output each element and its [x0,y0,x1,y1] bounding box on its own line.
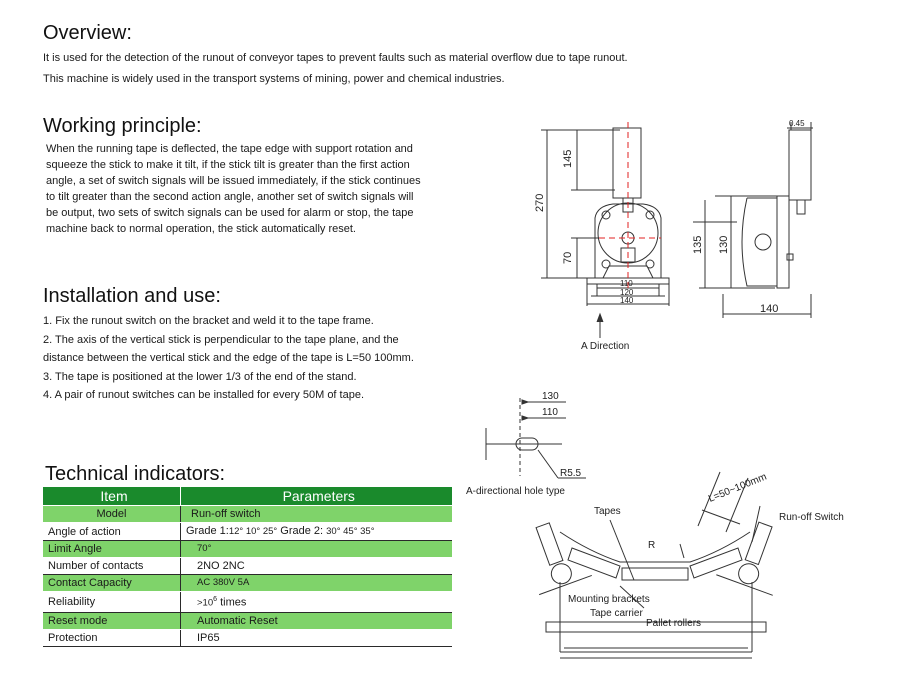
row-item: Model [43,505,181,523]
overview-title: Overview: [43,22,132,44]
working-line: to tilt greater than the second action a… [46,191,414,203]
dim-110: 110 [620,279,633,288]
working-line: squeeze the stick to make it tilt, if th… [46,159,410,171]
installation-title: Installation and use: [43,285,221,307]
mounting-brackets-label: Mounting brackets [568,594,650,605]
pallet-rollers-label: Pallet rollers [646,618,701,629]
table-header-row: Item Parameters [43,487,453,506]
dim-140-front: 140 [620,296,634,305]
table-row: Contact Capacity AC 380V 5A [43,574,452,592]
row-value: Run-off switch [180,505,452,523]
row-item: Contact Capacity [43,574,181,592]
row-item: Protection [43,629,181,647]
value-sup: 6 [213,596,218,603]
row-value: IP65 [180,629,452,647]
hole-type-caption: A-directional hole type [466,486,565,497]
working-line: When the running tape is deflected, the … [46,143,413,155]
dim-110-hole: 110 [542,407,558,418]
row-item: Number of contacts [43,557,181,575]
a-direction-caption: A Direction [581,341,629,352]
dim-140-side: 140 [760,303,778,315]
row-value: Automatic Reset [180,612,452,630]
overview-line: This machine is widely used in the trans… [43,73,505,85]
table-row: Reset mode Automatic Reset [43,612,452,630]
header-parameters: Parameters [180,487,453,506]
installation-item: 3. The tape is positioned at the lower 1… [43,370,357,383]
installation-item: distance between the vertical stick and … [43,352,414,364]
value-part: times [217,596,247,609]
value-part: 30° 45° 35° [326,526,375,537]
table-row: Angle of action Grade 1:12° 10° 25° Grad… [43,522,452,541]
hole-type-drawing: 130 110 R5.5 A-directional hole type [466,391,586,497]
tape-carrier-label: Tape carrier [590,608,643,619]
overview-text: It is used for the detection of the runo… [43,48,863,90]
dim-270: 270 [534,194,546,212]
row-value: AC 380V 5A [180,574,452,592]
row-item: Reset mode [43,612,181,630]
value-part: Grade 1: [186,525,229,537]
l-distance-label: L=50~100mm [707,471,768,504]
dim-120: 120 [620,288,634,297]
technical-table: Item Parameters Model Run-off switch Ang… [43,487,453,647]
working-line: be output, two sets of switch signals ca… [46,207,414,219]
value-part: 12° 10° 25° [228,526,278,537]
installation-item: 2. The axis of the vertical stick is per… [43,333,399,346]
row-item: Angle of action [43,522,181,541]
row-value: 2NO 2NC [180,557,452,575]
value-part: >10 [197,597,214,609]
installation-item: 1. Fix the runout switch on the bracket … [43,315,374,327]
r-label: R [648,540,655,551]
working-line: machine back to normal operation, the st… [46,223,356,235]
row-item: Reliability [43,591,181,613]
dim-130-hole: 130 [542,391,559,402]
row-value: 70° [180,540,452,558]
runoff-switch-label: Run-off Switch [779,512,844,523]
header-item: Item [43,487,181,506]
conveyor-installation-drawing: L=50~100mm Tapes R Run-off Switch Mounti… [535,471,844,659]
working-title: Working principle: [43,115,202,137]
row-value: >106 times [180,591,452,613]
row-item: Limit Angle [43,540,181,558]
table-row: Model Run-off switch [43,505,452,523]
dim-0-45: 0.45 [789,119,805,128]
dim-70: 70 [562,252,574,264]
installation-list: 1. Fix the runout switch on the bracket … [43,312,414,405]
radius-label: R5.5 [560,468,582,479]
technical-title: Technical indicators: [45,463,226,485]
switch-dimension-drawing: 145 270 70 135 130 140 110 120 140 0.45 … [534,119,813,352]
working-text: When the running tape is deflected, the … [46,141,516,237]
overview-line: It is used for the detection of the runo… [43,52,628,64]
table-row: Limit Angle 70° [43,540,452,558]
installation-item: 4. A pair of runout switches can be inst… [43,389,365,401]
working-line: angle, a set of switch signals will be i… [46,175,421,187]
row-value: Grade 1:12° 10° 25° Grade 2: 30° 45° 35° [180,522,452,541]
dim-135: 135 [692,236,704,254]
table-row: Reliability >106 times [43,591,452,613]
dim-145: 145 [562,150,574,168]
table-row: Protection IP65 [43,629,452,647]
tapes-label: Tapes [594,506,621,517]
dim-130: 130 [718,236,730,254]
table-row: Number of contacts 2NO 2NC [43,557,452,575]
value-part: Grade 2: [277,525,327,537]
